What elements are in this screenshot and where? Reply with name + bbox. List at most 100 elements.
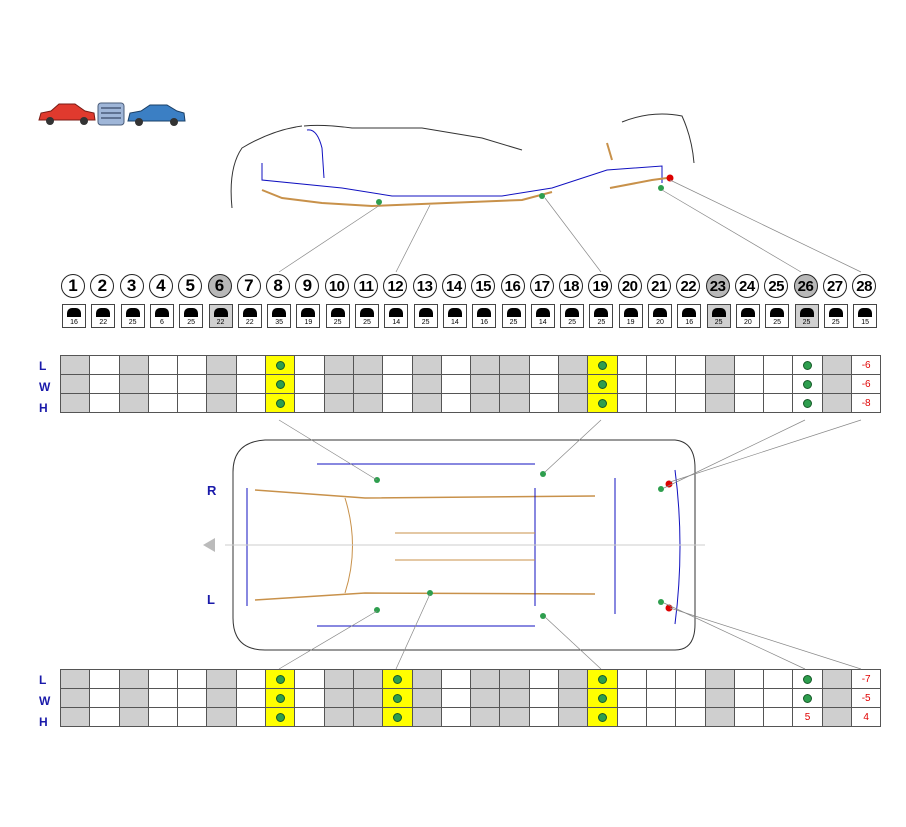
column-header-18[interactable]: 18 xyxy=(559,274,584,298)
column-header-25[interactable]: 25 xyxy=(764,274,789,298)
fixture-24[interactable]: 20 xyxy=(735,304,760,328)
cell-L-11[interactable] xyxy=(352,669,384,689)
column-header-26[interactable]: 26 xyxy=(793,274,818,298)
cell-H-7[interactable] xyxy=(235,707,267,727)
measure-point-dot[interactable] xyxy=(392,693,402,703)
cell-H-19[interactable] xyxy=(587,707,618,727)
cell-H-16[interactable] xyxy=(499,393,530,413)
column-header-5[interactable]: 5 xyxy=(178,274,203,298)
measure-point-dot[interactable] xyxy=(803,379,813,389)
cell-H-3[interactable] xyxy=(118,707,149,727)
cell-H-23[interactable] xyxy=(704,393,735,413)
fixture-14[interactable]: 14 xyxy=(442,304,467,328)
fixture-12[interactable]: 14 xyxy=(384,304,409,328)
column-header-13[interactable]: 13 xyxy=(412,274,437,298)
measure-point-dot[interactable] xyxy=(275,360,285,370)
column-header-3[interactable]: 3 xyxy=(119,274,144,298)
cell-H-9[interactable] xyxy=(294,707,325,727)
cell-H-10[interactable] xyxy=(323,707,354,727)
cell-L-8[interactable] xyxy=(265,355,296,375)
cell-H-8[interactable] xyxy=(265,393,296,413)
cell-L-15[interactable] xyxy=(470,355,501,375)
fixture-15[interactable]: 16 xyxy=(472,304,497,328)
cell-W-11[interactable] xyxy=(352,374,384,394)
cell-H-28[interactable]: -8 xyxy=(851,393,882,413)
measure-point-dot[interactable] xyxy=(803,360,813,370)
column-header-12[interactable]: 12 xyxy=(383,274,408,298)
cell-L-6[interactable] xyxy=(206,669,237,689)
measure-point-dot[interactable] xyxy=(597,360,607,370)
measure-point-dot[interactable] xyxy=(597,674,607,684)
cell-H-18[interactable] xyxy=(558,707,589,727)
measure-point-dot[interactable] xyxy=(392,674,402,684)
measure-point-dot[interactable] xyxy=(597,398,607,408)
red-car-icon[interactable] xyxy=(38,103,96,125)
column-header-28[interactable]: 28 xyxy=(852,274,877,298)
blue-car-icon[interactable] xyxy=(127,104,186,126)
fixture-16[interactable]: 25 xyxy=(501,304,526,328)
measure-point-dot[interactable] xyxy=(392,712,402,722)
column-header-16[interactable]: 16 xyxy=(500,274,525,298)
measure-point-dot[interactable] xyxy=(597,712,607,722)
fixture-27[interactable]: 25 xyxy=(823,304,848,328)
fixture-8[interactable]: 35 xyxy=(267,304,292,328)
measure-point-dot[interactable] xyxy=(597,693,607,703)
engine-icon[interactable] xyxy=(97,102,125,126)
measure-point-dot[interactable] xyxy=(275,674,285,684)
fixture-6[interactable]: 22 xyxy=(208,304,233,328)
cell-L-11[interactable] xyxy=(352,355,384,375)
cell-H-10[interactable] xyxy=(323,393,354,413)
fixture-18[interactable]: 25 xyxy=(560,304,585,328)
measure-point-dot[interactable] xyxy=(275,398,285,408)
fixture-2[interactable]: 22 xyxy=(91,304,116,328)
measure-point-dot[interactable] xyxy=(597,379,607,389)
cell-W-28[interactable]: -5 xyxy=(851,688,882,708)
fixture-25[interactable]: 25 xyxy=(765,304,790,328)
cell-W-8[interactable] xyxy=(265,688,296,708)
measure-point-dot[interactable] xyxy=(803,398,813,408)
cell-W-18[interactable] xyxy=(558,374,589,394)
fixture-17[interactable]: 14 xyxy=(530,304,555,328)
cell-L-13[interactable] xyxy=(411,355,442,375)
column-header-7[interactable]: 7 xyxy=(236,274,261,298)
cell-H-1[interactable] xyxy=(59,707,91,727)
cell-H-1[interactable] xyxy=(59,393,91,413)
column-header-24[interactable]: 24 xyxy=(734,274,759,298)
cell-H-8[interactable] xyxy=(265,707,296,727)
column-header-27[interactable]: 27 xyxy=(822,274,847,298)
cell-W-23[interactable] xyxy=(704,374,735,394)
cell-L-27[interactable] xyxy=(821,669,853,689)
cell-L-18[interactable] xyxy=(558,669,589,689)
cell-H-13[interactable] xyxy=(411,393,442,413)
column-header-19[interactable]: 19 xyxy=(588,274,613,298)
cell-L-26[interactable] xyxy=(792,355,823,375)
cell-H-6[interactable] xyxy=(206,707,237,727)
fixture-9[interactable]: 19 xyxy=(296,304,321,328)
column-header-21[interactable]: 21 xyxy=(647,274,671,298)
fixture-28[interactable]: 15 xyxy=(853,304,878,328)
cell-W-1[interactable] xyxy=(59,374,91,394)
cell-H-12[interactable] xyxy=(382,707,413,727)
cell-L-15[interactable] xyxy=(470,669,501,689)
cell-H-23[interactable] xyxy=(704,707,735,727)
column-header-8[interactable]: 8 xyxy=(266,274,291,298)
measure-point-dot[interactable] xyxy=(275,712,285,722)
cell-L-10[interactable] xyxy=(323,669,354,689)
column-header-1[interactable]: 1 xyxy=(61,274,85,298)
cell-L-1[interactable] xyxy=(59,355,91,375)
cell-L-16[interactable] xyxy=(499,669,530,689)
fixture-5[interactable]: 25 xyxy=(179,304,204,328)
cell-W-15[interactable] xyxy=(470,374,501,394)
cell-H-9[interactable] xyxy=(294,393,325,413)
cell-W-23[interactable] xyxy=(704,688,735,708)
cell-W-8[interactable] xyxy=(265,374,296,394)
column-header-11[interactable]: 11 xyxy=(354,274,378,298)
fixture-7[interactable]: 22 xyxy=(237,304,262,328)
cell-W-26[interactable] xyxy=(792,688,823,708)
cell-W-1[interactable] xyxy=(59,688,91,708)
cell-L-1[interactable] xyxy=(59,669,91,689)
column-header-9[interactable]: 9 xyxy=(295,274,320,298)
cell-H-14[interactable] xyxy=(440,393,472,413)
fixture-23[interactable]: 25 xyxy=(706,304,731,328)
cell-H-19[interactable] xyxy=(587,393,618,413)
